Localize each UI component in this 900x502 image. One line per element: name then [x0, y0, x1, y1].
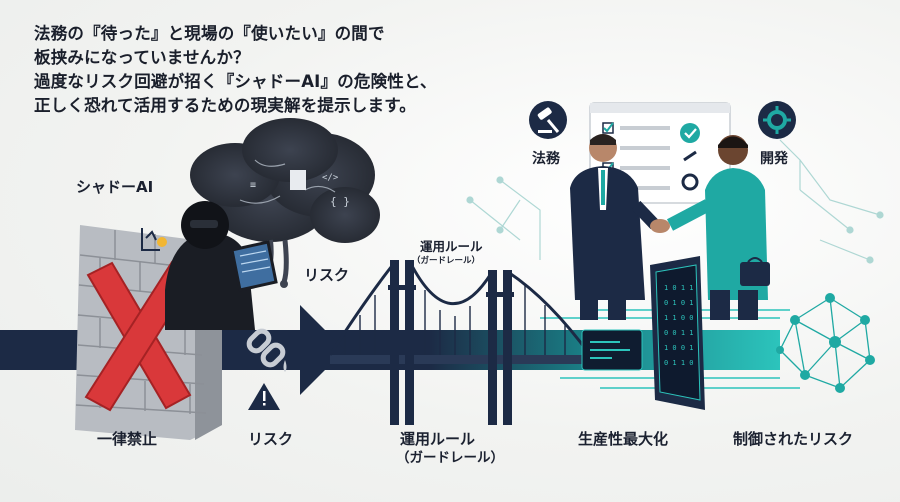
guardrail-top-label: （ガードレール）	[412, 256, 481, 266]
circuit-lines	[466, 139, 884, 264]
controlled-risk-label: 制御されたリスク	[733, 430, 854, 448]
warning-icon	[248, 383, 280, 410]
gear-icon	[758, 101, 796, 139]
developer-person	[666, 135, 770, 320]
server-panel: 1 0 1 1 0 1 0 1 1 1 0 0 0 0 1 1 1 0 0 1 0 1 …	[650, 256, 705, 410]
svg-text:0 0 1 1: 0 0 1 1	[664, 329, 694, 337]
svg-text:≡: ≡	[250, 180, 256, 191]
code-window	[581, 329, 643, 371]
productivity-label: 生産性最大化	[578, 430, 669, 448]
drip-icon	[283, 360, 287, 372]
svg-text:</>: </>	[322, 173, 339, 183]
alert-icon	[141, 228, 167, 251]
intro-text: 法務の『待った』と現場の『使いたい』の間で 板挟みになっていませんか？ 過度なリ…	[34, 22, 494, 118]
intro-line-3: 過度なリスク回避が招く『シャドーAI』の危険性と、	[34, 72, 437, 91]
ban-label: 一律禁止	[97, 430, 158, 448]
handshake-icon	[650, 219, 670, 233]
svg-text:1 0 1 1: 1 0 1 1	[664, 284, 694, 292]
intro-line-1: 法務の『待った』と現場の『使いたい』の間で	[34, 24, 385, 43]
guardrail-bottom-label: （ガードレール）	[396, 450, 504, 466]
network-globe	[776, 293, 875, 393]
cloud-risk-label: リスク	[304, 266, 350, 284]
legal-person	[570, 134, 660, 320]
shadow-ai-label: シャドーAI	[76, 178, 154, 196]
hooded-figure	[165, 201, 278, 330]
guardrail-bridge	[328, 260, 592, 425]
svg-text:1 1 0 0: 1 1 0 0	[664, 314, 694, 322]
intro-line-4: 正しく恐れて活用するための現実解を提示します。	[34, 96, 416, 115]
shadow-cloud: { } </> ≡	[190, 118, 380, 288]
intro-line-2: 板挟みになっていませんか？	[34, 48, 250, 67]
broken-chain-icon	[246, 328, 286, 368]
dev-label: 開発	[760, 151, 788, 167]
svg-text:{ }: { }	[330, 195, 350, 208]
svg-text:0 1 1 0: 0 1 1 0	[664, 359, 694, 367]
legal-label: 法務	[532, 151, 560, 167]
svg-text:1 0 0 1: 1 0 0 1	[664, 344, 694, 352]
rules-bottom-label: 運用ルール	[400, 430, 476, 448]
svg-text:0 1 0 1: 0 1 0 1	[664, 299, 694, 307]
risk-label: リスク	[248, 430, 294, 448]
gavel-icon	[529, 101, 567, 139]
rules-top-label: 運用ルール	[420, 239, 483, 254]
